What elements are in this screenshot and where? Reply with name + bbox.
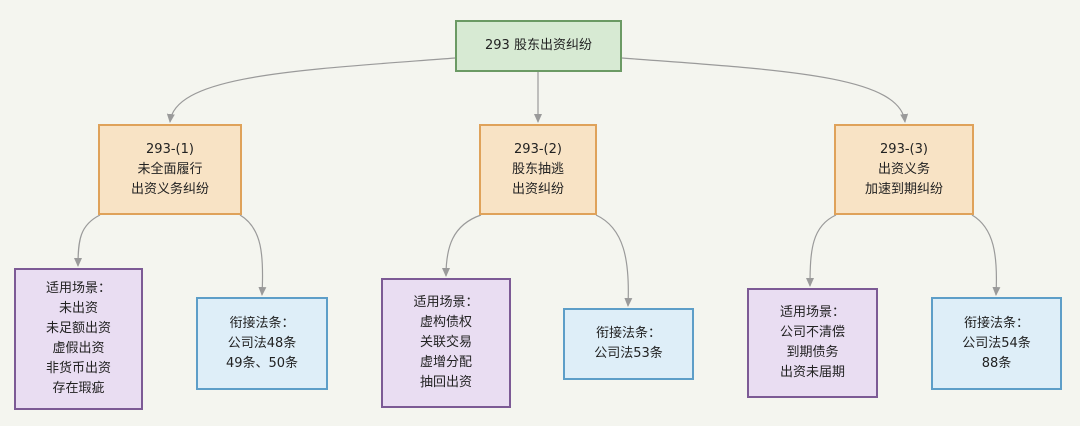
scenario-3-item: 公司不清偿 bbox=[779, 325, 845, 340]
scenario-2-item: 虚增分配 bbox=[419, 355, 472, 370]
scenario-2-item: 虚构债权 bbox=[419, 315, 472, 330]
law-2-item: 公司法53条 bbox=[594, 346, 663, 361]
edge-root-branch-1 bbox=[166, 57, 456, 123]
edge-branch-1-scenario bbox=[74, 214, 101, 267]
edge-branch-1-law bbox=[239, 214, 267, 296]
branch-3-code: 293-(3) bbox=[880, 141, 928, 157]
scenario-1-item: 非货币出资 bbox=[45, 361, 111, 376]
scenario-1-item: 未出资 bbox=[58, 301, 98, 316]
branch-2-code: 293-(2) bbox=[514, 141, 562, 157]
law-3-item: 公司法54条 bbox=[962, 335, 1031, 351]
scenario-3-heading: 适用场景： bbox=[779, 305, 845, 320]
branch-1-title-line-2: 出资义务纠纷 bbox=[130, 181, 209, 197]
law-2-heading: 衔接法条： bbox=[595, 326, 661, 341]
law-1-heading: 衔接法条： bbox=[229, 315, 295, 331]
edge-root-branch-3 bbox=[621, 57, 909, 123]
branch-2-title-line-2: 出资纠纷 bbox=[511, 181, 564, 197]
scenario-node-2: 适用场景： 虚构债权 关联交易 虚增分配 抽回出资 bbox=[381, 278, 511, 408]
scenario-node-1: 适用场景： 未出资 未足额出资 虚假出资 非货币出资 存在瑕疵 bbox=[14, 268, 143, 410]
scenario-node-3: 适用场景： 公司不清偿 到期债务 出资未届期 bbox=[747, 288, 878, 398]
scenario-3-item: 到期债务 bbox=[786, 345, 839, 360]
edge-branch-2-law bbox=[595, 214, 633, 307]
edge-branch-3-law bbox=[971, 214, 1001, 296]
root-label: 293 股东出资纠纷 bbox=[485, 38, 592, 53]
scenario-1-item: 未足额出资 bbox=[45, 321, 111, 336]
branch-1-code: 293-(1) bbox=[146, 141, 194, 157]
root-node: 293 股东出资纠纷 bbox=[455, 20, 622, 72]
law-node-1: 衔接法条： 公司法48条 49条、50条 bbox=[196, 297, 328, 390]
branch-2-title-line-1: 股东抽逃 bbox=[511, 161, 564, 177]
branch-node-3: 293-(3) 出资义务 加速到期纠纷 bbox=[834, 124, 974, 215]
law-node-2: 衔接法条： 公司法53条 bbox=[563, 308, 694, 380]
branch-3-title-line-2: 加速到期纠纷 bbox=[864, 181, 943, 197]
law-3-item: 88条 bbox=[981, 355, 1012, 371]
branch-3-title-line-1: 出资义务 bbox=[877, 161, 930, 177]
scenario-2-item: 关联交易 bbox=[419, 335, 472, 350]
edge-branch-3-scenario bbox=[806, 214, 837, 287]
branch-node-1: 293-(1) 未全面履行 出资义务纠纷 bbox=[98, 124, 242, 215]
law-1-item: 49条、50条 bbox=[225, 355, 299, 371]
scenario-1-item: 虚假出资 bbox=[52, 341, 105, 356]
law-node-3: 衔接法条： 公司法54条 88条 bbox=[931, 297, 1062, 390]
branch-1-title-line-1: 未全面履行 bbox=[137, 161, 203, 177]
scenario-2-item: 抽回出资 bbox=[419, 375, 472, 390]
scenario-1-heading: 适用场景： bbox=[45, 281, 111, 296]
law-3-heading: 衔接法条： bbox=[963, 315, 1029, 331]
edge-branch-2-scenario bbox=[442, 214, 482, 277]
scenario-3-item: 出资未届期 bbox=[779, 365, 845, 380]
law-1-item: 公司法48条 bbox=[227, 335, 297, 351]
scenario-2-heading: 适用场景： bbox=[413, 295, 479, 310]
branch-node-2: 293-(2) 股东抽逃 出资纠纷 bbox=[479, 124, 597, 215]
scenario-1-item: 存在瑕疵 bbox=[52, 381, 105, 396]
